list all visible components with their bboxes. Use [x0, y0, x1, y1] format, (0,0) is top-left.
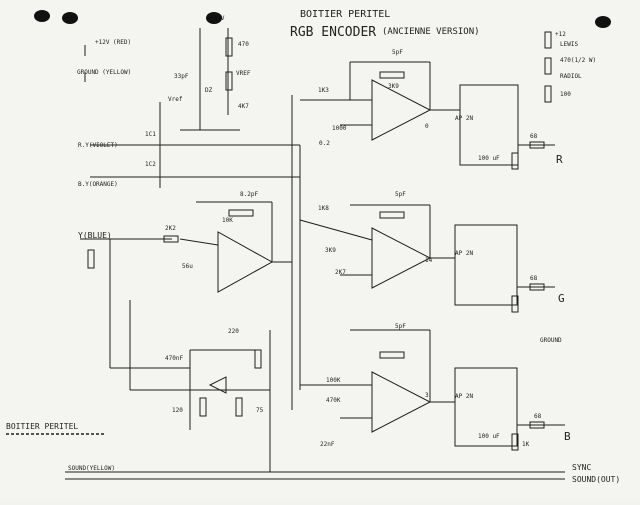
opamp-r: [371, 79, 432, 141]
opamp-pin-r: 0: [425, 123, 429, 130]
opamp-pin-g: 14: [425, 257, 433, 264]
punch-hole: [62, 12, 78, 24]
output-sound-yellow: SOUND(YELLOW): [68, 465, 115, 472]
res-470: 470: [238, 41, 249, 48]
res-68-g: 68: [530, 275, 538, 282]
transistor-r: AP 2N: [455, 115, 473, 122]
punch-hole: [206, 12, 222, 24]
res-220: 220: [228, 328, 239, 335]
res-68-r: 68: [530, 133, 538, 140]
res-100k: 100K: [326, 377, 341, 384]
legend-leds: LEWIS: [560, 41, 578, 48]
input-y: Y(BLUE): [78, 231, 112, 240]
res-75: 75: [256, 407, 264, 414]
cap-5pf-g: 5pF: [395, 191, 406, 198]
opamp-y: [217, 231, 274, 293]
res-470k: 470K: [326, 397, 341, 404]
output-sync: SYNC: [572, 463, 591, 472]
res-120: 120: [172, 407, 183, 414]
punch-hole: [34, 10, 50, 22]
cap-22nf: 22nF: [320, 441, 335, 448]
res-2k2: 2K2: [165, 225, 176, 232]
legend-r100: 100: [560, 91, 571, 98]
res-68-b: 68: [534, 413, 542, 420]
res-1000: 1000: [332, 125, 347, 132]
cap-56u: 56u: [182, 263, 193, 270]
opamp-g: [371, 227, 432, 289]
legend-v12: +12: [555, 31, 566, 38]
input-r: R.Y(VIOLET): [78, 142, 118, 149]
cap-100uf-r: 100 uF: [478, 155, 500, 162]
zener-dz: DZ: [205, 87, 213, 94]
res-10k: 10K: [222, 217, 233, 224]
res-1k3: 1K3: [318, 87, 329, 94]
res-8k2: 0.2: [319, 140, 330, 147]
transistor-b: AP 2N: [455, 393, 473, 400]
legend-radio: RADIOL: [560, 73, 582, 80]
chip-1c1: 1C1: [145, 131, 156, 138]
output-r: R: [556, 153, 563, 166]
legend-r470: 470(1/2 W): [560, 57, 596, 64]
footer-left-title: BOITIER PERITEL: [6, 422, 78, 431]
power-vref-short: Vref: [168, 96, 183, 103]
res-2k7: 2K7: [335, 269, 346, 276]
cap-8-2pf: 8.2pF: [240, 191, 258, 198]
power-ground-right: GROUND: [540, 337, 562, 344]
opamp-b: [371, 371, 432, 433]
cap-470nf: 470nF: [165, 355, 183, 362]
input-b: B.Y(ORANGE): [78, 181, 118, 188]
punch-hole: [595, 16, 611, 28]
power-plus12: +12V (RED): [95, 39, 131, 46]
cap-100uf-b: 100 uF: [478, 433, 500, 440]
cap-5pf-top: 5pF: [392, 49, 403, 56]
output-stage-b: [454, 367, 518, 447]
res-3k9-top: 3K9: [388, 83, 399, 90]
header-subtitle: (ANCIENNE VERSION): [382, 27, 480, 37]
output-stage-r: [459, 84, 519, 166]
cap-33pf: 33pF: [174, 73, 189, 80]
chip-1c2: 1C2: [145, 161, 156, 168]
power-ground: GROUND (YELLOW): [77, 69, 131, 76]
res-2k9: 3K9: [325, 247, 336, 254]
res-1k: 1K: [522, 441, 530, 448]
header-top-title: BOITIER PERITEL: [300, 9, 390, 20]
res-4k7: 4K7: [238, 103, 249, 110]
opamp-pin-b: 3: [425, 392, 429, 399]
cap-5pf-b: 5pF: [395, 323, 406, 330]
header-main-title: RGB ENCODER: [290, 25, 376, 40]
output-sound: SOUND(OUT): [572, 475, 620, 484]
res-1k8: 1K8: [318, 205, 329, 212]
transistor-g: AP 2N: [455, 250, 473, 257]
output-b: B: [564, 430, 571, 443]
output-g: G: [558, 292, 565, 305]
output-stage-g: [454, 224, 518, 306]
power-vref: VREF: [236, 70, 251, 77]
